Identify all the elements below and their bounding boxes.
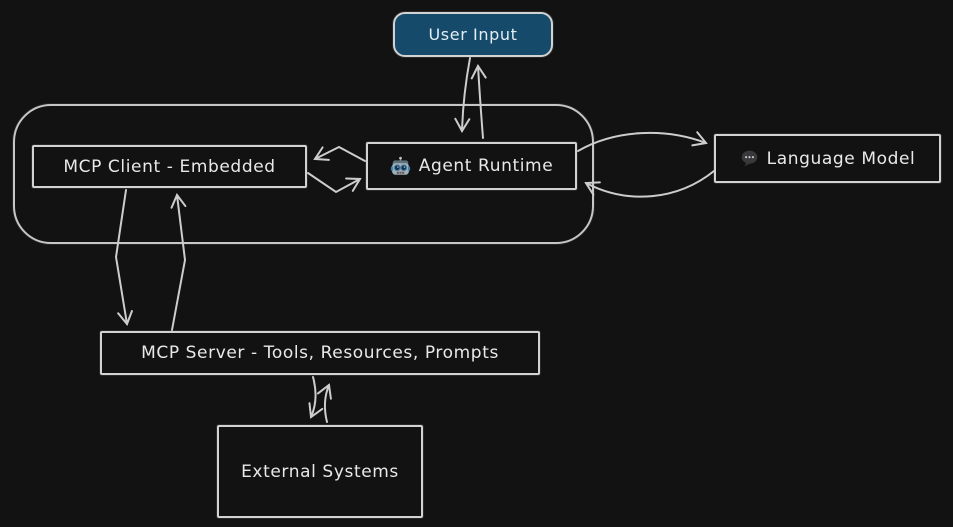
arrow-agent-runtime-to-language-model (577, 131, 708, 152)
arrow-external-systems-to-mcp-server (316, 383, 332, 423)
arrow-language-model-to-agent-runtime (584, 170, 715, 198)
speech-balloon-icon (740, 149, 759, 168)
language-model-label: Language Model (766, 148, 916, 169)
arrow-mcp-server-to-external-systems (308, 376, 324, 419)
user-input-label: User Input (428, 25, 518, 44)
node-mcp-client: MCP Client - Embedded (32, 145, 307, 188)
node-language-model: Language Model (714, 134, 941, 183)
robot-icon (390, 156, 411, 177)
external-systems-label: External Systems (241, 461, 399, 482)
node-external-systems: External Systems (217, 425, 423, 518)
node-agent-runtime: Agent Runtime (366, 142, 577, 190)
agent-runtime-label: Agent Runtime (418, 156, 554, 176)
node-user-input: User Input (393, 12, 553, 57)
mcp-server-label: MCP Server - Tools, Resources, Prompts (141, 343, 499, 363)
mcp-client-label: MCP Client - Embedded (63, 156, 276, 177)
node-mcp-server: MCP Server - Tools, Resources, Prompts (100, 331, 540, 375)
